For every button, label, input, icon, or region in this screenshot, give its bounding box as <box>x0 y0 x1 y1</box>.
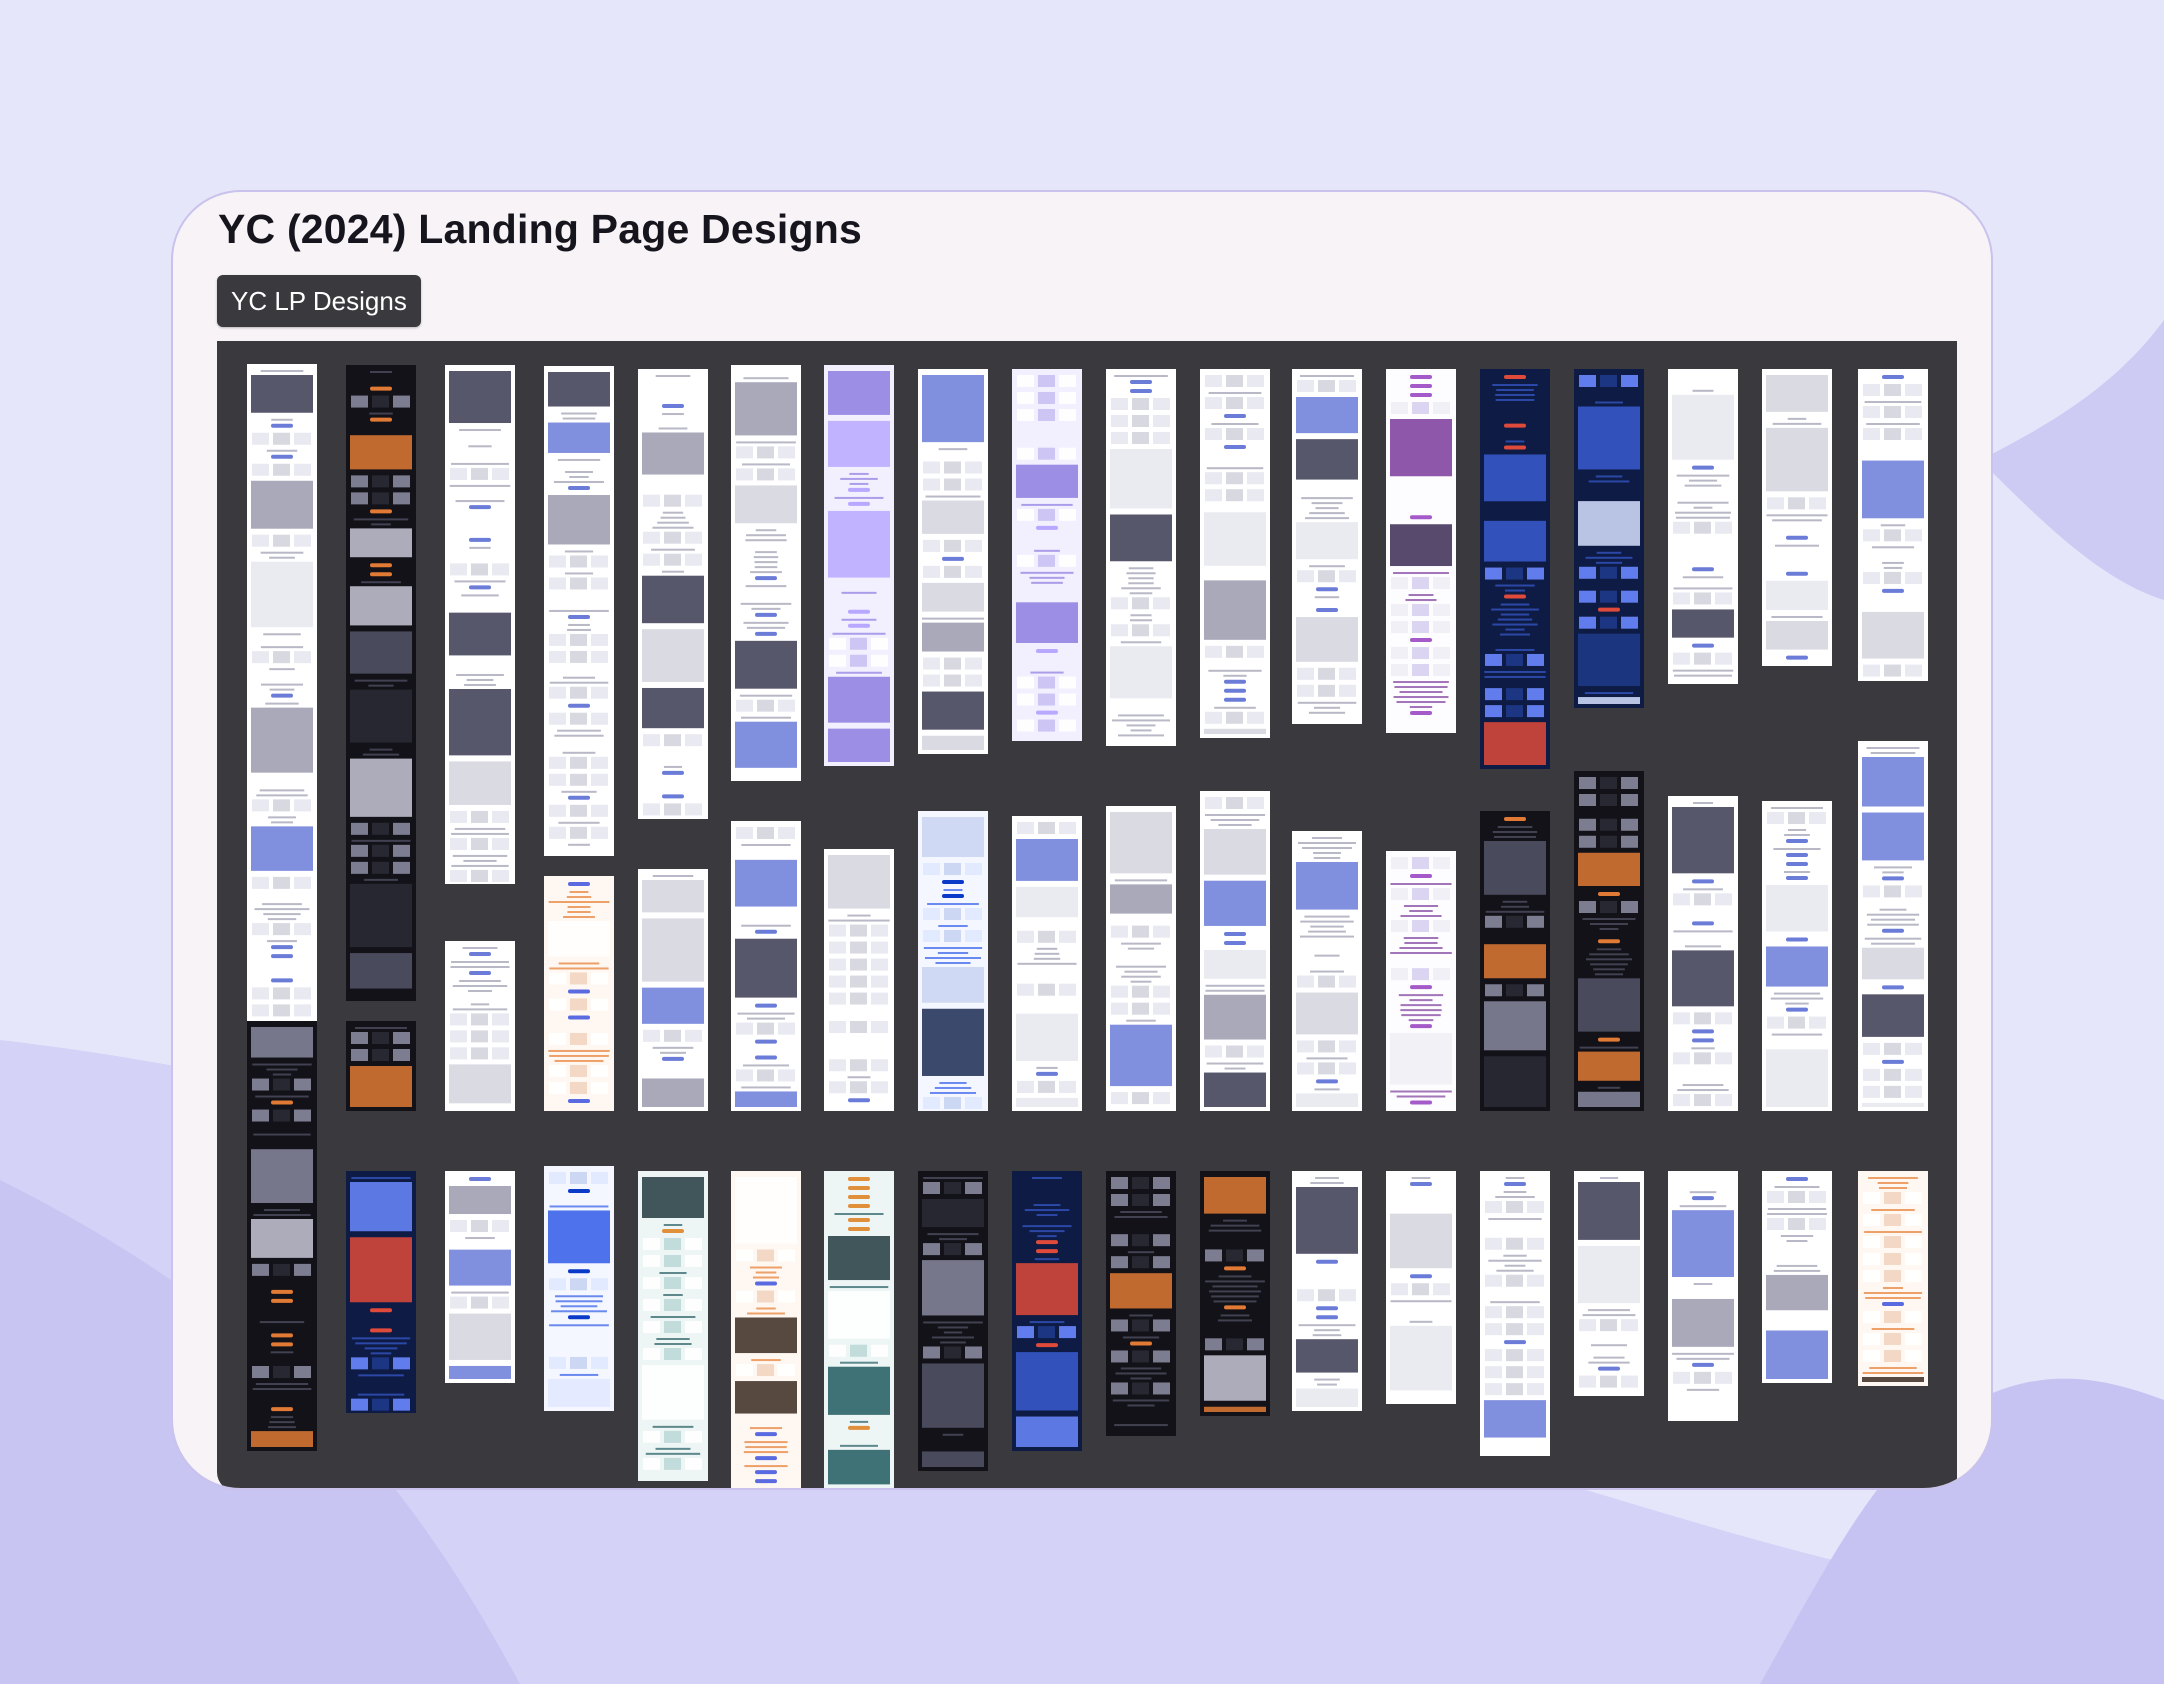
landing-page-thumbnail[interactable] <box>918 1171 988 1471</box>
landing-page-thumbnail[interactable] <box>1012 1171 1082 1451</box>
landing-page-thumbnail[interactable] <box>731 821 801 1111</box>
landing-page-thumbnail[interactable] <box>1762 369 1832 666</box>
landing-page-thumbnail[interactable] <box>731 1171 801 1490</box>
landing-page-thumbnail[interactable] <box>824 1171 894 1490</box>
page-title: YC (2024) Landing Page Designs <box>218 206 862 252</box>
landing-page-thumbnail[interactable] <box>918 811 988 1111</box>
landing-page-thumbnail[interactable] <box>918 369 988 754</box>
landing-page-thumbnail[interactable] <box>824 849 894 1111</box>
board-card: YC (2024) Landing Page Designs YC LP Des… <box>171 190 1993 1490</box>
landing-page-thumbnail[interactable] <box>1106 806 1176 1111</box>
landing-page-thumbnail[interactable] <box>638 369 708 819</box>
landing-page-thumbnail[interactable] <box>1386 851 1456 1111</box>
landing-page-thumbnail[interactable] <box>1292 1171 1362 1411</box>
landing-page-thumbnail[interactable] <box>1762 1171 1832 1383</box>
landing-page-thumbnail[interactable] <box>346 1171 416 1413</box>
landing-page-thumbnail[interactable] <box>1762 801 1832 1111</box>
landing-page-thumbnail[interactable] <box>1858 1171 1928 1386</box>
landing-page-thumbnail[interactable] <box>1574 1171 1644 1396</box>
landing-page-thumbnail[interactable] <box>1480 811 1550 1111</box>
landing-page-thumbnail[interactable] <box>1292 369 1362 724</box>
landing-page-thumbnail[interactable] <box>824 365 894 766</box>
landing-page-thumbnail[interactable] <box>445 941 515 1111</box>
landing-page-thumbnail[interactable] <box>1012 369 1082 741</box>
landing-page-thumbnail[interactable] <box>638 1171 708 1481</box>
landing-page-thumbnail[interactable] <box>1200 791 1270 1111</box>
landing-page-thumbnail[interactable] <box>346 1021 416 1111</box>
landing-page-thumbnail[interactable] <box>1106 1171 1176 1436</box>
landing-page-thumbnail[interactable] <box>1386 369 1456 733</box>
landing-page-thumbnail[interactable] <box>1574 771 1644 1111</box>
landing-page-thumbnail[interactable] <box>638 869 708 1111</box>
landing-page-thumbnail[interactable] <box>1668 796 1738 1111</box>
landing-page-thumbnail[interactable] <box>544 1166 614 1411</box>
landing-page-thumbnail[interactable] <box>544 876 614 1111</box>
landing-page-thumbnail[interactable] <box>1668 369 1738 684</box>
landing-page-thumbnail[interactable] <box>1200 1171 1270 1416</box>
design-canvas[interactable] <box>217 341 1957 1490</box>
landing-page-thumbnail[interactable] <box>1858 369 1928 681</box>
landing-page-thumbnail[interactable] <box>544 366 614 856</box>
landing-page-thumbnail[interactable] <box>1480 1171 1550 1456</box>
landing-page-thumbnail[interactable] <box>1012 816 1082 1111</box>
landing-page-thumbnail[interactable] <box>445 1171 515 1383</box>
landing-page-thumbnail[interactable] <box>731 365 801 781</box>
landing-page-thumbnail[interactable] <box>1668 1171 1738 1421</box>
landing-page-thumbnail[interactable] <box>1574 369 1644 708</box>
landing-page-thumbnail[interactable] <box>1292 831 1362 1111</box>
landing-page-thumbnail[interactable] <box>1858 741 1928 1111</box>
landing-page-thumbnail[interactable] <box>1106 369 1176 746</box>
landing-page-thumbnail[interactable] <box>445 365 515 884</box>
landing-page-thumbnail[interactable] <box>346 365 416 1001</box>
landing-page-thumbnail[interactable] <box>1386 1171 1456 1404</box>
frame-tag-button[interactable]: YC LP Designs <box>217 275 421 327</box>
landing-page-thumbnail[interactable] <box>1200 369 1270 738</box>
landing-page-thumbnails <box>247 364 1928 1490</box>
landing-page-thumbnail[interactable] <box>1480 369 1550 769</box>
landing-page-thumbnail[interactable] <box>247 1203 317 1451</box>
